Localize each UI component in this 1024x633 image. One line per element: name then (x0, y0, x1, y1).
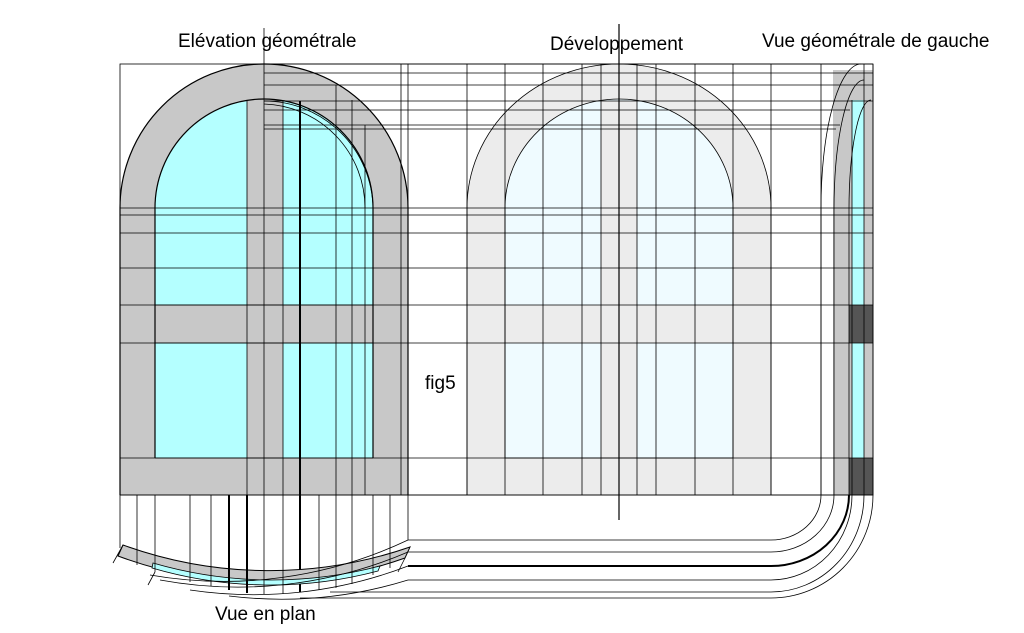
elevation-glass-bottom-left (155, 343, 247, 458)
label-elevation: Elévation géométrale (178, 31, 357, 52)
label-figure: fig5 (425, 373, 456, 394)
construction-lines (119, 63, 874, 540)
elevation-glass-top-left (155, 101, 247, 305)
side-glass-band (852, 100, 864, 458)
elevation-glass-top-right (283, 101, 373, 305)
elevation-glass-bottom-right (283, 343, 373, 458)
vue-gauche-view (820, 63, 874, 495)
elevation-view (119, 28, 409, 592)
side-dark-sill (849, 458, 873, 495)
developpement-view (466, 24, 772, 520)
label-vue-gauche: Vue géométrale de gauche (762, 31, 989, 52)
label-vue-plan: Vue en plan (215, 604, 316, 625)
side-dark-transom (849, 305, 873, 343)
label-developpement: Développement (550, 34, 684, 55)
plan-view (112, 494, 874, 600)
